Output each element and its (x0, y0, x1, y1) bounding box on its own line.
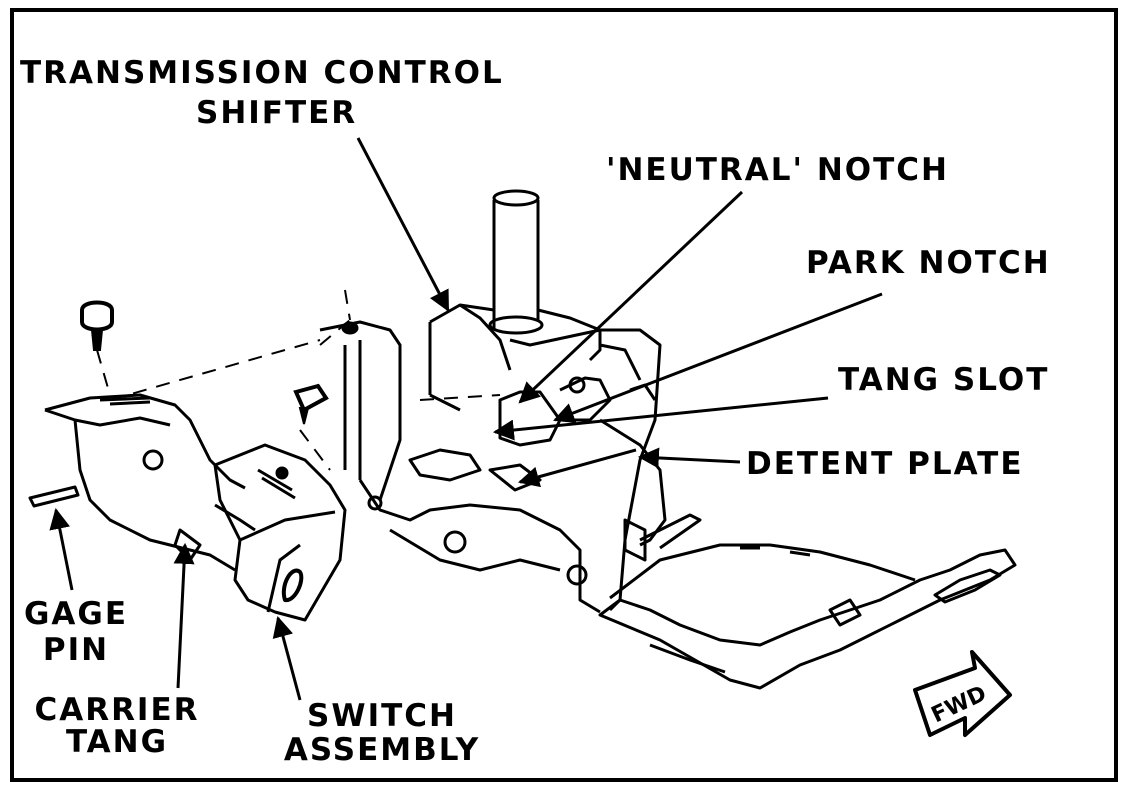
leader-carrier-tang (173, 542, 195, 689)
label-carrier-tang-line1: CARRIER (34, 692, 200, 728)
label-gage-pin-line2: PIN (42, 632, 110, 668)
leader-detent-plate (637, 447, 741, 469)
label-detent-plate: DETENT PLATE (746, 446, 1024, 482)
label-carrier-tang-line2: TANG (65, 724, 169, 760)
label-transmission-control-line2: SHIFTER (196, 95, 358, 131)
dashed-assembly-lines (96, 289, 501, 471)
left-mount-bracket (44, 393, 256, 572)
shifter-housing (319, 189, 667, 614)
label-gage-pin-line1: GAGE (23, 596, 129, 632)
leader-transmission-control (356, 137, 450, 312)
label-switch-assembly-line1: SWITCH (307, 698, 457, 734)
switch-assembly-body (28, 443, 347, 622)
label-tang-slot: TANG SLOT (838, 362, 1050, 398)
leader-tang-slot (492, 396, 829, 441)
leader-park-notch (553, 292, 883, 424)
bracket-screw-right (293, 383, 329, 425)
label-transmission-control-line1: TRANSMISSION CONTROL (20, 55, 504, 91)
fwd-direction-arrow: FWD (913, 650, 1012, 737)
leader-detent-plate-inner (517, 448, 637, 488)
leader-gage-pin (49, 507, 74, 591)
leader-switch-assembly (272, 615, 302, 701)
shifter-base-bracket (598, 513, 1017, 690)
leader-neutral-notch (518, 190, 744, 404)
bracket-screw-top (341, 321, 359, 335)
label-park-notch: PARK NOTCH (806, 245, 1051, 281)
bracket-screw-left (80, 300, 114, 351)
diagram-frame (10, 8, 1118, 782)
label-switch-assembly-line2: ASSEMBLY (283, 732, 481, 768)
label-neutral-notch: 'NEUTRAL' NOTCH (606, 152, 949, 188)
